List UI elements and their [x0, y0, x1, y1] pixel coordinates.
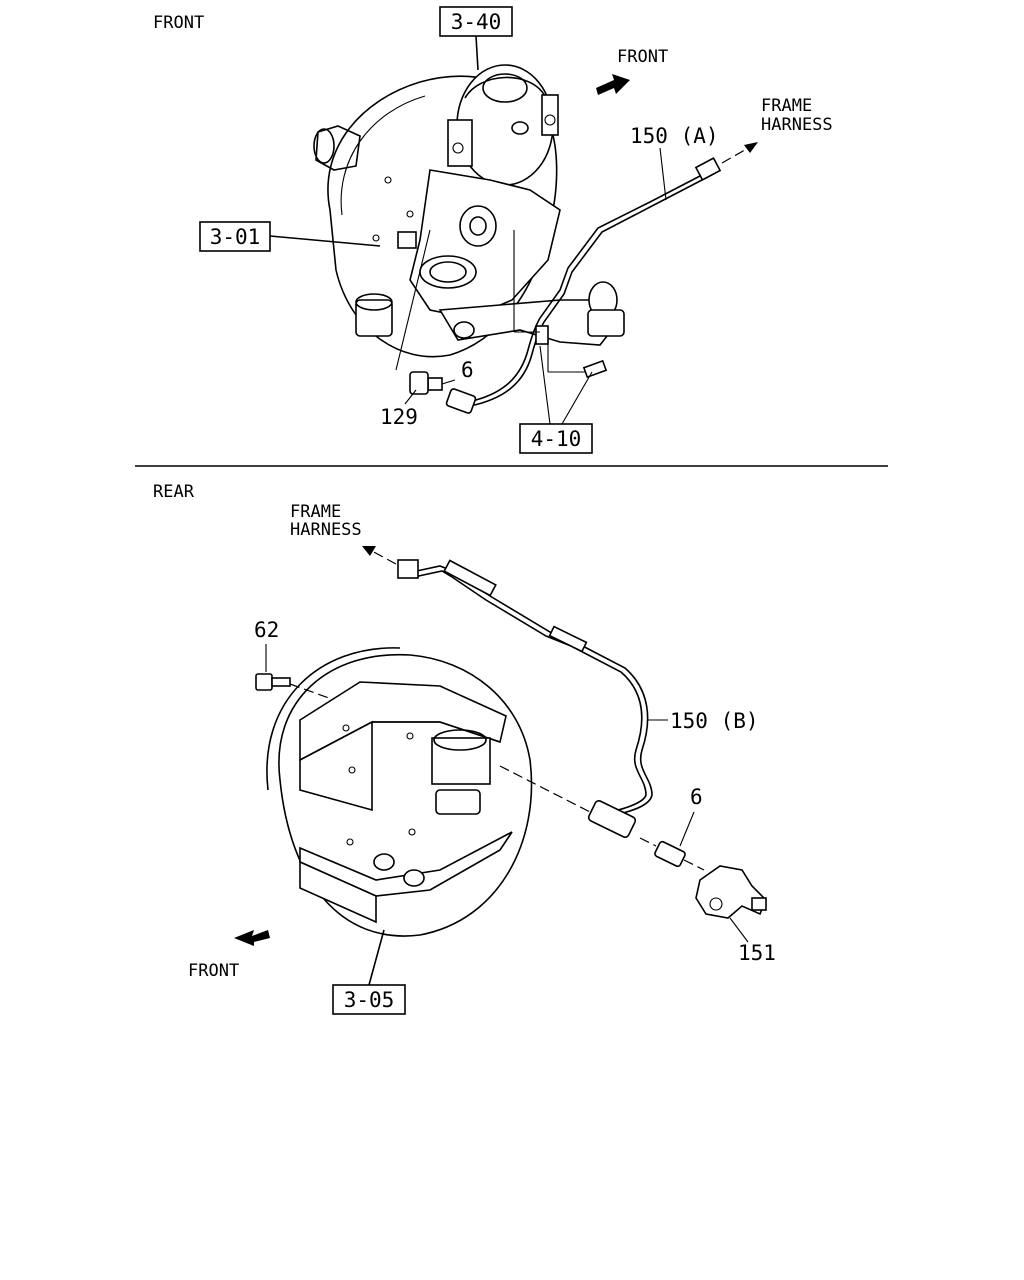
- front-harness-label-line1: FRAME: [761, 96, 812, 116]
- rear-sensor-harness-150b: [397, 559, 653, 838]
- ref-box-3-05[interactable]: 3-05: [332, 984, 406, 1015]
- front-direction-label: FRONT: [617, 47, 668, 67]
- ref-box-4-10-label: 4-10: [531, 427, 582, 451]
- front-bushing-part-6: [427, 377, 443, 391]
- part-129-label: 129: [380, 405, 418, 429]
- part-6-rear-label: 6: [690, 785, 703, 809]
- ref-box-4-10[interactable]: 4-10: [519, 423, 593, 454]
- front-sensor-harness-150a: [445, 157, 722, 414]
- front-sensor-part-129: [409, 371, 429, 395]
- ref-box-3-01-label: 3-01: [210, 225, 261, 249]
- part-150b-label: 150 (B): [670, 709, 759, 733]
- rear-bolt-part-62: [255, 673, 291, 691]
- rear-bushing-part-6: [654, 840, 686, 868]
- rear-brake-assembly: [266, 647, 533, 937]
- rear-front-direction-arrow-icon: [234, 930, 270, 946]
- ref-box-3-40-label: 3-40: [451, 10, 502, 34]
- front-knuckle-assembly: [313, 64, 625, 358]
- rear-section-title: REAR: [153, 482, 195, 502]
- rear-harness-arrow-icon: [362, 546, 397, 565]
- front-direction-arrow-icon: [596, 74, 630, 95]
- front-harness-label-line2: HARNESS: [761, 115, 833, 135]
- front-section-title: FRONT: [153, 13, 204, 33]
- ref-box-3-40[interactable]: 3-40: [439, 6, 513, 37]
- rear-harness-label-line1: FRAME: [290, 502, 341, 522]
- rear-harness-label-line2: HARNESS: [290, 520, 362, 540]
- ref-box-3-01[interactable]: 3-01: [199, 221, 271, 252]
- part-62-label: 62: [254, 618, 279, 642]
- part-150a-label: 150 (A): [630, 124, 719, 148]
- front-clip-bolt: [582, 359, 608, 379]
- ref-box-3-05-label: 3-05: [344, 988, 395, 1012]
- rear-bracket-part-151: [695, 865, 767, 919]
- part-151-label: 151: [738, 941, 776, 965]
- front-harness-arrow-icon: [721, 142, 758, 164]
- part-6-front-label: 6: [461, 358, 474, 382]
- rear-front-direction-label: FRONT: [188, 961, 239, 981]
